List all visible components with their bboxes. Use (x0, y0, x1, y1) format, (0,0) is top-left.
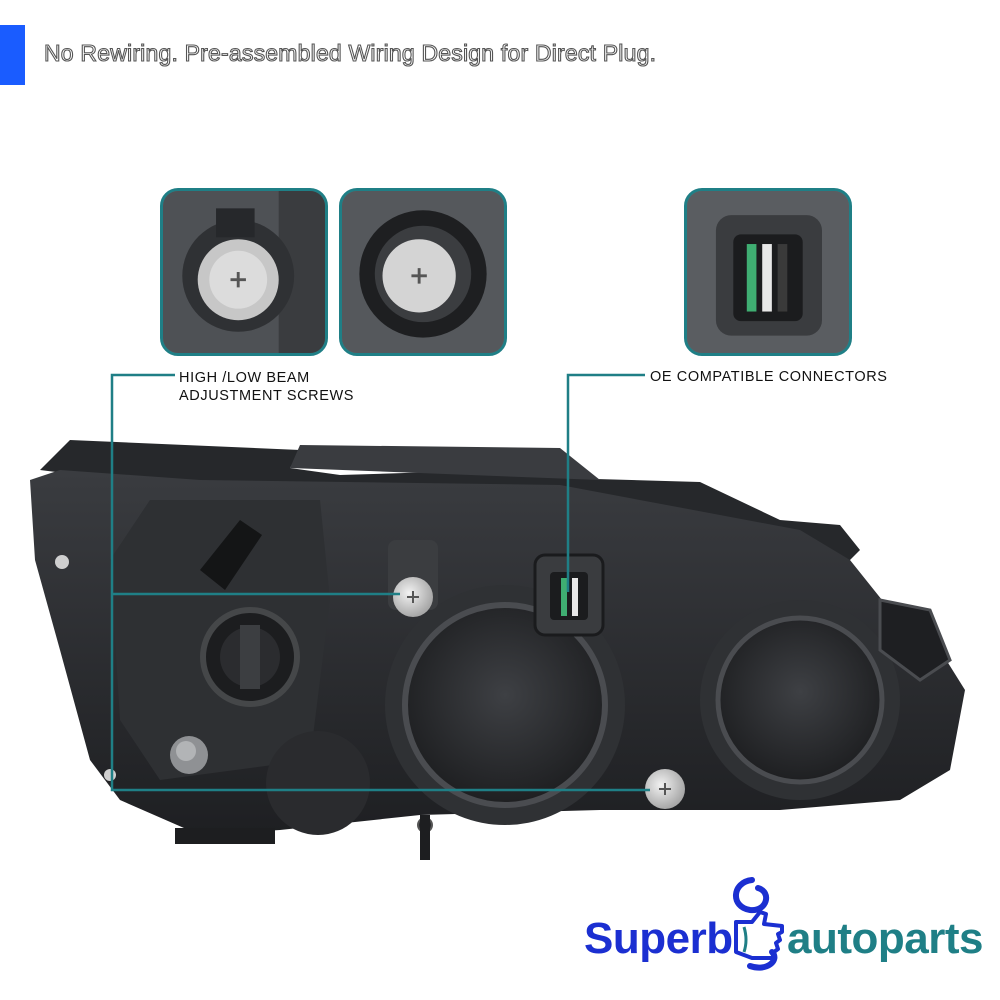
headline: No Rewiring. Pre-assembled Wiring Design… (43, 39, 657, 66)
thumbs-up-icon (733, 877, 784, 971)
thumb-adjuster-screw (339, 188, 507, 356)
brand-name-part2: autoparts (787, 914, 983, 963)
callout-beam-line1: HIGH /LOW BEAM (179, 370, 310, 386)
thumb-connector (684, 188, 852, 356)
callout-connectors: OE COMPATIBLE CONNECTORS (650, 369, 888, 385)
thumb-adjuster-gear (160, 188, 328, 356)
callout-beam-line2: ADJUSTMENT SCREWS (179, 388, 355, 404)
accent-bar (0, 25, 25, 85)
brand-logo: Superb autoparts (584, 866, 984, 976)
brand-name-part1: Superb (584, 914, 733, 963)
callout-adjustment-screws: HIGH /LOW BEAM ADJUSTMENT SCREWS (179, 369, 354, 405)
